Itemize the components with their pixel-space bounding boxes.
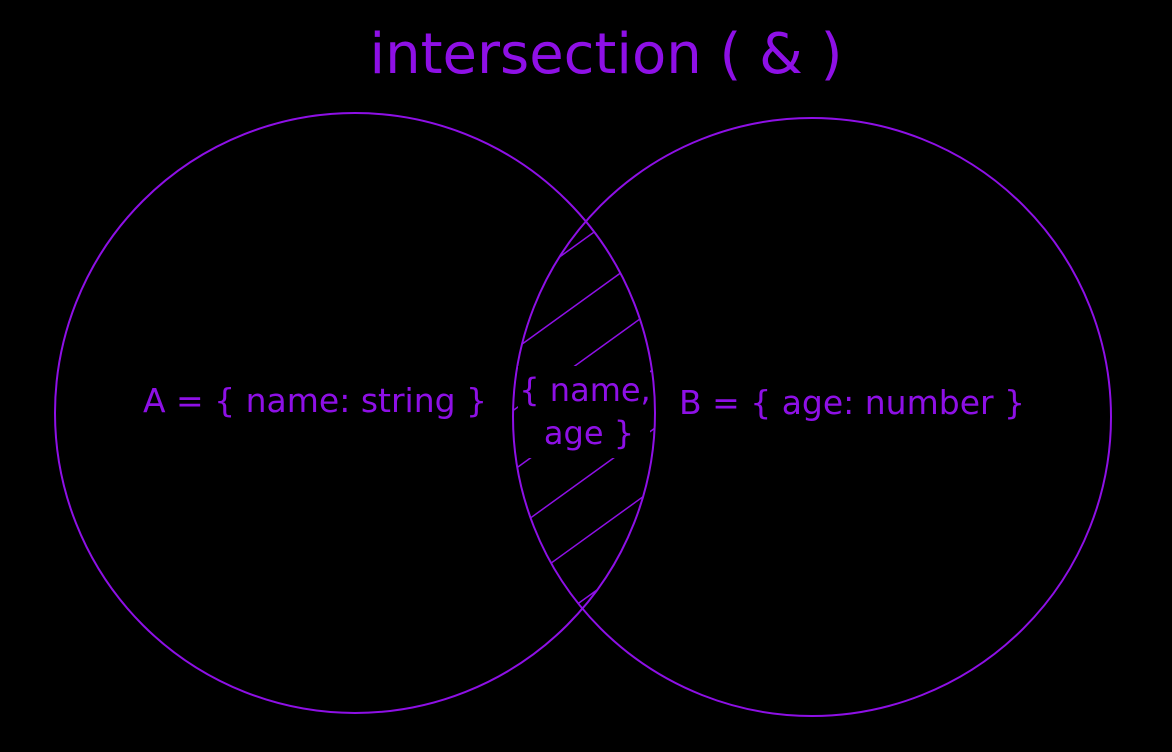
intersection-label-backdrop: [518, 366, 650, 458]
hatch-line: [513, 469, 655, 601]
set-a-label: A = { name: string }: [143, 381, 487, 420]
set-b-circle: [512, 117, 1112, 717]
intersection-label-line1: { name,: [519, 371, 650, 409]
hatch-line: [513, 529, 655, 661]
hatch-line: [513, 229, 655, 361]
diagram-title: intersection ( & ): [370, 22, 843, 87]
intersection-label-line2: age }: [544, 414, 634, 452]
set-b-label: B = { age: number }: [679, 383, 1025, 422]
set-a-circle: [54, 112, 656, 714]
hatch-line: [513, 169, 655, 301]
